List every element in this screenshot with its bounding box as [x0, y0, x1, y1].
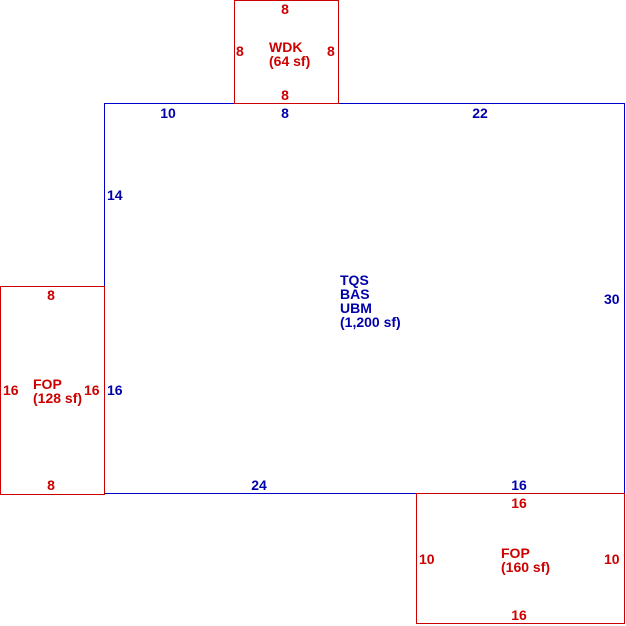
- main-area-label: TQS BAS UBM (1,200 sf): [340, 273, 401, 329]
- main-dim-top-c: 22: [472, 105, 488, 121]
- wdk-dim-right: 8: [327, 43, 335, 59]
- main-dim-left-lower: 16: [107, 382, 123, 398]
- main-dim-top-a: 10: [160, 105, 176, 121]
- fop-bottom-dim-bottom: 16: [511, 607, 527, 623]
- wdk-dim-top: 8: [281, 1, 289, 17]
- fop-left-area: (128 sf): [33, 390, 83, 406]
- fop-bottom-dim-top: 16: [511, 495, 527, 511]
- fop-left-name: FOP: [33, 376, 62, 392]
- wood-deck-outline: [234, 0, 339, 104]
- fop-left-dim-bottom: 8: [47, 477, 55, 493]
- fop-left-area-label: FOP (128 sf): [33, 377, 82, 405]
- main-area: (1,200 sf): [340, 314, 401, 330]
- fop-bottom-dim-right: 10: [604, 551, 620, 567]
- wdk-name: WDK: [269, 39, 303, 55]
- main-dim-right: 30: [604, 291, 620, 307]
- main-dim-bottom-b: 16: [511, 477, 527, 493]
- wdk-area: (64 sf): [269, 53, 311, 69]
- main-code-3: UBM: [340, 300, 372, 316]
- main-dim-bottom-a: 24: [251, 477, 267, 493]
- wdk-area-label: WDK (64 sf): [269, 40, 310, 68]
- porch-bottom-outline: [416, 493, 625, 624]
- fop-bottom-dim-left: 10: [419, 551, 435, 567]
- wdk-dim-left: 8: [236, 43, 244, 59]
- main-code-1: TQS: [340, 272, 369, 288]
- main-code-2: BAS: [340, 286, 370, 302]
- wdk-dim-bottom: 8: [281, 87, 289, 103]
- fop-left-dim-left: 16: [3, 382, 19, 398]
- fop-bottom-area: (160 sf): [501, 559, 551, 575]
- main-dim-top-b: 8: [281, 105, 289, 121]
- fop-bottom-name: FOP: [501, 545, 530, 561]
- fop-left-dim-top: 8: [47, 287, 55, 303]
- fop-left-dim-right: 16: [84, 382, 100, 398]
- fop-bottom-area-label: FOP (160 sf): [501, 546, 550, 574]
- porch-left-outline: [0, 286, 105, 495]
- main-dim-left-upper: 14: [107, 187, 123, 203]
